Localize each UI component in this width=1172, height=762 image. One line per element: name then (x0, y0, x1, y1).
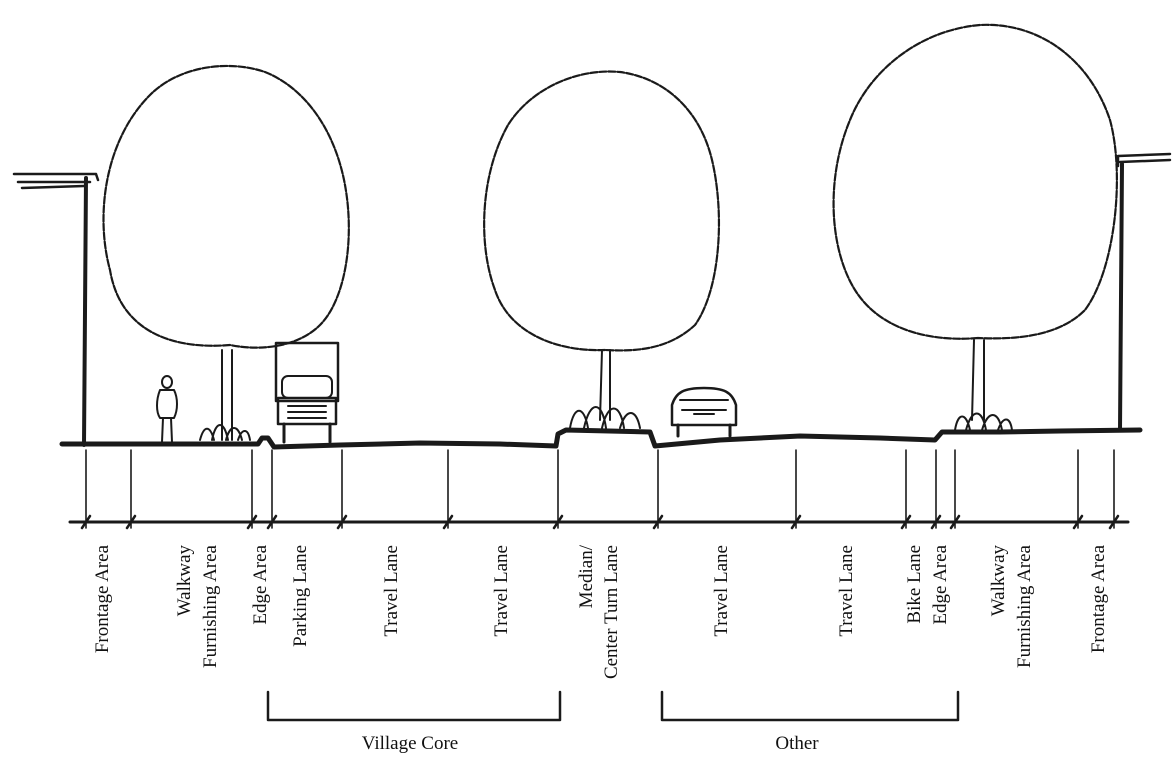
zone-label-parking-lane: Parking Lane (290, 545, 311, 647)
zone-label-frontage-area-left: Frontage Area (92, 544, 113, 653)
village-core-bracket (266, 690, 562, 722)
zone-label-travel-lane-1: Travel Lane (381, 545, 402, 637)
truck-icon (274, 341, 340, 444)
zone-label-median-line-2: Center Turn Lane (601, 545, 622, 679)
shrub-icon (199, 424, 251, 441)
zone-label-travel-lane-3: Travel Lane (711, 545, 732, 637)
zone-label-frontage-area-right: Frontage Area (1088, 544, 1109, 653)
shrub-icon (569, 406, 641, 429)
shrub-icon (954, 412, 1013, 431)
zone-label-walkway-furnishing-right-line-1: Walkway (988, 545, 1009, 617)
zone-label-edge-area-left: Edge Area (250, 544, 271, 624)
zone-label-median-line-1: Median/ (576, 544, 597, 608)
tree-icon (102, 64, 350, 441)
pedestrian-icon (156, 375, 178, 443)
other-bracket (660, 690, 960, 722)
tree-icon (832, 23, 1118, 421)
zone-label-travel-lane-2: Travel Lane (491, 545, 512, 637)
street-lamp-icon (12, 172, 100, 447)
group-label-village-core: Village Core (362, 733, 458, 754)
dimension-line (68, 514, 1130, 530)
tree-icon (483, 70, 721, 421)
ground-profile (59, 427, 1143, 450)
zone-label-bike-edge-right-line-2: Edge Area (930, 544, 951, 624)
zone-label-walkway-furnishing-left-line-1: Walkway (174, 545, 195, 617)
zone-label-travel-lane-4: Travel Lane (836, 545, 857, 637)
zone-label-walkway-furnishing-left-line-2: Furnishing Area (200, 544, 221, 668)
zone-label-walkway-furnishing-right-line-2: Furnishing Area (1014, 544, 1035, 668)
zone-divider-lines (85, 449, 1115, 529)
car-icon (670, 386, 738, 438)
group-label-other: Other (775, 733, 819, 754)
street-lamp-icon (1116, 152, 1172, 432)
zone-label-bike-edge-right-line-1: Bike Lane (904, 545, 925, 624)
